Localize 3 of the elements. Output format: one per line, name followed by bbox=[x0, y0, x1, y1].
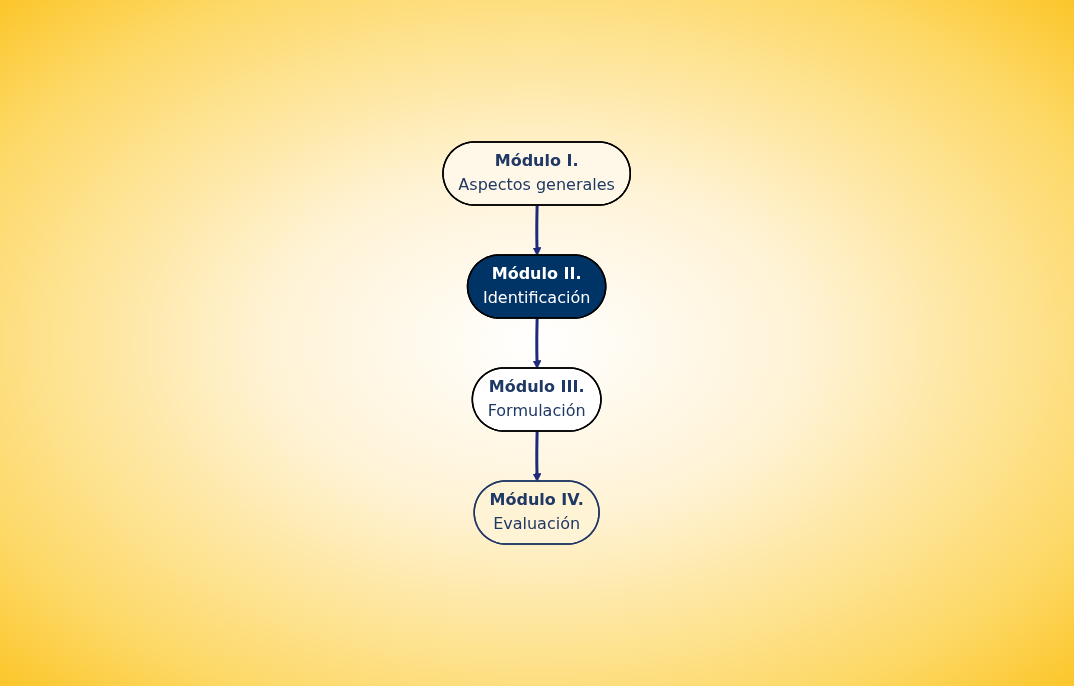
arrow bbox=[532, 318, 542, 369]
arrow bbox=[532, 431, 542, 482]
arrow bbox=[532, 205, 542, 256]
